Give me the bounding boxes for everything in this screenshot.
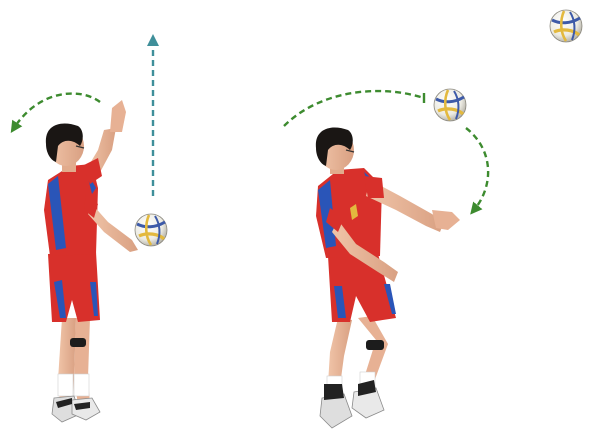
arm-backswing-arrow [14,94,100,128]
volleyball-flight [550,10,582,42]
hit-panel [284,10,582,428]
arm-swing-arrow [284,91,424,126]
server-figure-hit [316,127,460,428]
server-figure-toss [44,100,138,422]
volleyball-hit [434,89,466,121]
toss-panel [14,40,167,422]
ball-path-arrow [466,128,488,210]
volleyball-toss [135,214,167,246]
